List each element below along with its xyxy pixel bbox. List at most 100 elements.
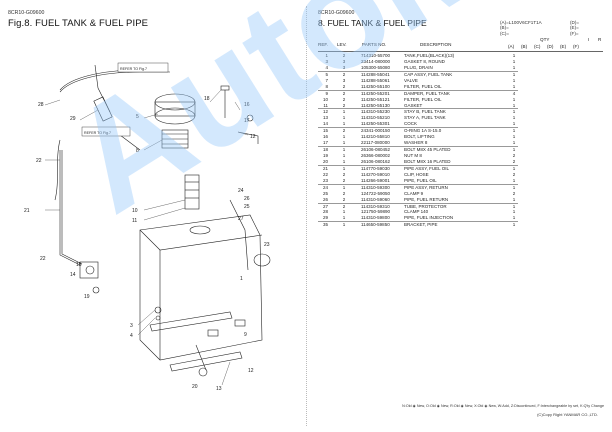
row-description: FILTER, FUEL OIL: [404, 83, 442, 89]
row-level: 3: [342, 77, 346, 83]
row-ref: 21: [322, 165, 328, 171]
row-description: PIPE, FUEL INJECTION: [404, 215, 454, 221]
row-description: WASHER 8: [404, 140, 428, 146]
model-list: (A)=L100V6CF1T1A (D)= (B)= (E)= (C)= (F)…: [500, 20, 579, 36]
row-level: 1: [342, 134, 346, 140]
row-description: FILTER, FUEL OIL: [404, 96, 442, 102]
row-parts-no: 23414-080000: [361, 58, 391, 64]
row-description: COCK: [404, 121, 418, 127]
row-group-rule: [318, 108, 518, 110]
row-description: DAMPER, FUEL TANK: [404, 90, 450, 96]
callout-14: 14: [70, 272, 76, 278]
exploded-parts-diagram: REFER TO Fig.7 REFER TO Fig.7 28 29 22 2…: [24, 62, 271, 392]
row-parts-no: 26106-080162: [361, 158, 391, 164]
row-group-rule: [318, 146, 518, 148]
callout-16: 16: [244, 102, 250, 108]
row-qty-a: 2: [512, 153, 516, 158]
row-parts-no: 22117-080000: [361, 140, 390, 146]
row-ref: 24: [322, 184, 328, 190]
model-f: (F)=: [570, 30, 579, 36]
row-ref: 29: [322, 215, 328, 221]
row-ref: 26: [322, 196, 328, 202]
row-ref: 23: [322, 177, 328, 183]
row-parts-no: 114270-59010: [361, 171, 390, 177]
figure-title: Fig.8. FUEL TANK & FUEL PIPE: [8, 18, 149, 29]
row-ref: 7: [325, 77, 328, 83]
model-row: (B)= (E)=: [500, 25, 579, 30]
row-level: 1: [342, 121, 346, 127]
model-c: (C)=: [500, 30, 510, 36]
callout-13: 13: [216, 386, 222, 392]
row-ref: 22: [322, 171, 328, 177]
figure-code: 8CR10-G09600: [8, 10, 45, 16]
row-ref: 3: [325, 58, 328, 64]
row-description: STAY B, FUEL TANK: [404, 109, 446, 115]
row-qty-a: 1: [512, 203, 516, 209]
row-qty-a: 1: [512, 71, 516, 77]
row-level: 2: [342, 203, 346, 209]
row-level: 2: [342, 128, 346, 134]
row-parts-no: 114250-55100: [361, 83, 390, 89]
header-col-d: (D): [547, 44, 554, 49]
callout-24: 24: [238, 188, 244, 194]
row-qty-a: 1: [512, 121, 516, 127]
row-description: VALVE: [404, 77, 418, 83]
row-description: BRACKET, PIPE: [404, 222, 438, 228]
row-level: 2: [342, 71, 346, 77]
row-group-rule: [318, 164, 518, 166]
row-level: 1: [342, 158, 346, 164]
callout-27: 27: [238, 216, 244, 222]
model-d: (D)=: [570, 20, 580, 25]
row-description: CLIP, HOSE: [404, 171, 429, 177]
row-level: 1: [342, 165, 346, 171]
row-description: PIPE, FUEL OIL: [404, 177, 437, 183]
header-r: R: [598, 37, 602, 42]
row-description: GASKET 8, ROUND: [404, 58, 445, 64]
row-group-rule: [318, 127, 518, 129]
row-parts-no: 714310-55700: [361, 53, 391, 58]
callout-4: 4: [130, 333, 133, 339]
row-qty-a: 2: [512, 190, 516, 196]
row-parts-no: 114310-59800: [361, 215, 390, 221]
callout-35: 29: [70, 116, 76, 122]
row-parts-no: 114310-55210: [361, 115, 390, 121]
row-parts-no: 105300-55080: [361, 64, 391, 70]
row-level: 1: [342, 153, 346, 158]
header-description: DESCRIPTION: [420, 42, 452, 47]
row-qty-a: 1: [512, 53, 516, 58]
row-description: TUBE, PROTECTOR: [404, 203, 447, 209]
row-level: 3: [342, 64, 346, 70]
row-ref: 13: [322, 115, 328, 121]
callout-12-lower: 12: [248, 368, 254, 374]
row-ref: 4: [325, 64, 328, 70]
row-ref: 9: [325, 90, 328, 96]
row-level: 3: [342, 58, 346, 64]
callout-1: 1: [240, 276, 243, 282]
row-qty-a: 1: [512, 96, 516, 102]
row-qty-a: 1: [512, 165, 516, 171]
callout-8: 8: [136, 148, 139, 154]
row-group-rule: [318, 221, 518, 223]
row-description: NUT M 8: [404, 153, 422, 158]
callout-17: 17: [244, 118, 250, 124]
row-description: BOLT M8X 45 PLATED: [404, 147, 451, 153]
row-parts-no: 114288-55041: [361, 71, 390, 77]
table-title: 8. FUEL TANK & FUEL PIPE: [318, 18, 427, 28]
